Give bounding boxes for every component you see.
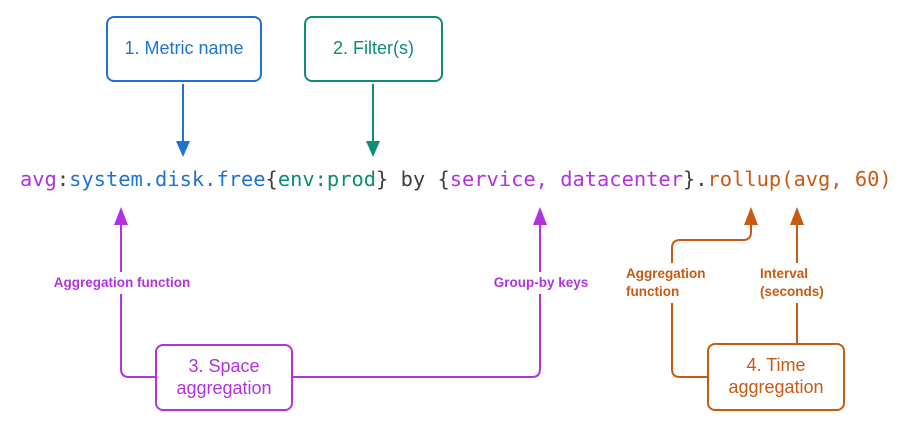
query-segment-separator: : [56, 167, 70, 191]
space-agg-function-arrowhead [114, 207, 128, 225]
space-agg-function-connector [120, 225, 157, 378]
query-segment-by-keyword: by [388, 167, 438, 191]
callout-metric-name: 1. Metric name [106, 16, 262, 82]
metric-name-arrowhead [176, 141, 190, 157]
query-segment-metric-name: system.disk.free [69, 167, 266, 191]
query-segment-brace: } [376, 167, 389, 191]
callout-time-aggregation-label: 4. Time aggregation [728, 355, 824, 397]
query-segment-separator: . [695, 167, 708, 191]
group-by-keys-label: Group-by keys [480, 272, 602, 294]
time-agg-function-connector [671, 225, 752, 378]
filters-arrowhead [366, 141, 380, 157]
callout-metric-name-label: 1. Metric name [124, 38, 244, 59]
time-agg-function-arrowhead [744, 207, 758, 225]
query-segment-space-aggregator: avg [20, 167, 57, 191]
space-agg-function-label: Aggregation function [38, 272, 206, 294]
metric-query: avg:system.disk.free{env:prod} by {servi… [20, 166, 892, 193]
interval-label: Interval (seconds) [760, 263, 840, 303]
interval-arrowhead [790, 207, 804, 225]
query-segment-group-by-keys: service, datacenter [449, 167, 683, 191]
query-segment-brace: } [682, 167, 696, 191]
query-segment-brace: { [265, 167, 278, 191]
group-by-keys-arrowhead [533, 207, 547, 225]
callout-time-aggregation: 4. Time aggregation [707, 343, 845, 411]
callout-space-aggregation-label: 3. Space aggregation [176, 355, 272, 398]
callout-space-aggregation: 3. Space aggregation [155, 344, 293, 411]
group-by-keys-connector [291, 225, 541, 378]
time-agg-function-label: Aggregation function [626, 263, 722, 303]
callout-filters: 2. Filter(s) [304, 16, 443, 82]
query-segment-rollup: rollup(avg, 60) [707, 167, 892, 191]
query-segment-filter: env:prod [277, 167, 377, 191]
query-segment-brace: { [437, 167, 450, 191]
callout-filters-label: 2. Filter(s) [333, 38, 414, 59]
